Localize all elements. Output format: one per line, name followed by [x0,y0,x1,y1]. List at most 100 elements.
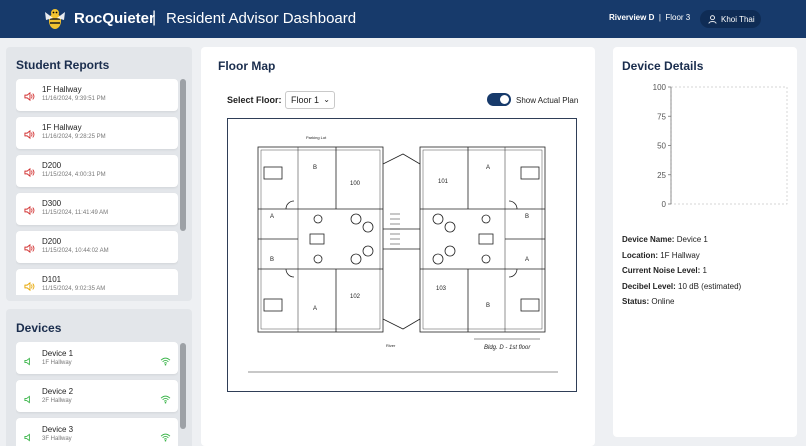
floor-map-panel: Floor Map Select Floor: Floor 1 ⌄ Show A… [201,47,595,446]
zone-a-label: A [525,257,529,263]
report-timestamp: 11/16/2024, 9:39:51 PM [42,96,106,102]
speaker-icon [24,243,35,254]
zone-a-label: A [270,214,274,220]
brand-name: RocQuieter [74,10,155,27]
devices-title: Devices [16,321,62,335]
reports-scrollbar[interactable] [180,79,186,231]
reports-list[interactable]: 1F Hallway 11/16/2024, 9:39:51 PM 1F Hal… [16,79,178,295]
select-floor-label: Select Floor: [227,95,282,105]
parking-lot-label: Parking Lot [306,135,327,140]
building-name: Riverview D [609,13,655,22]
devices-panel: Devices Device 1 1F Hallway Device 2 2F … [6,309,192,446]
room-103-label: 103 [436,286,447,292]
building-floor-note: Bldg. D - 1st floor [484,345,531,351]
hornet-logo-icon [45,9,65,29]
actual-plan-toggle[interactable] [487,93,511,106]
device-location: 2F Hallway [42,398,72,404]
user-menu-button[interactable]: Khoi Thai [700,10,761,28]
report-timestamp: 11/15/2024, 10:44:02 AM [42,248,109,254]
devices-scrollbar[interactable] [180,343,186,429]
zone-b-label: B [525,214,529,220]
zone-b-label: B [270,257,274,263]
speaker-icon [24,241,35,259]
zone-b-label: B [486,303,490,309]
report-timestamp: 11/15/2024, 9:02:35 AM [42,286,106,292]
device-name: Device 3 [42,425,74,434]
river-label: River [386,343,396,348]
speaker-low-icon [24,357,30,366]
report-card[interactable]: 1F Hallway 11/16/2024, 9:39:51 PM [16,79,178,111]
detail-label: Device Name: [622,235,675,244]
user-name: Khoi Thai [721,14,755,24]
app-header: RocQuieter | Resident Advisor Dashboard … [0,0,806,38]
speaker-icon [24,279,35,295]
speaker-icon [24,89,35,107]
speaker-icon [24,165,35,183]
report-timestamp: 11/15/2024, 11:41:49 AM [42,210,109,216]
device-card[interactable]: Device 3 3F Hallway [16,418,178,446]
speaker-icon [24,91,35,102]
detail-row: Status: Online [622,297,741,313]
chart-y-tick-label: 50 [657,142,666,151]
device-card[interactable]: Device 2 2F Hallway [16,380,178,412]
speaker-icon [24,391,33,409]
toggle-knob [500,95,509,104]
chevron-down-icon: ⌄ [323,95,330,104]
floor-select-value: Floor 1 [291,95,320,105]
detail-value: 1F Hallway [660,250,700,260]
room-101-label: 101 [438,179,449,185]
report-card[interactable]: D300 11/15/2024, 11:41:49 AM [16,193,178,225]
actual-plan-label: Show Actual Plan [516,96,579,105]
chart-y-tick-label: 75 [657,112,666,121]
detail-label: Decibel Level: [622,281,676,291]
user-icon [708,14,717,24]
location-indicator: Riverview D | Floor 3 [609,13,690,22]
page-title: Resident Advisor Dashboard [166,10,357,27]
detail-label: Status: [622,297,650,306]
wifi-icon [160,391,171,409]
report-location: D200 [42,161,62,170]
room-102-label: 102 [350,294,361,300]
detail-row: Decibel Level: 10 dB (estimated) [622,282,741,298]
report-card[interactable]: 1F Hallway 11/16/2024, 9:28:25 PM [16,117,178,149]
wifi-icon [160,353,171,371]
floor-name: Floor 3 [665,13,691,22]
speaker-icon [24,429,33,446]
student-reports-panel: Student Reports 1F Hallway 11/16/2024, 9… [6,47,192,301]
detail-value: 1 [702,266,707,275]
location-separator: | [658,13,661,22]
devices-list[interactable]: Device 1 1F Hallway Device 2 2F Hallway … [16,342,178,446]
speaker-low-icon [24,395,30,404]
report-timestamp: 11/15/2024, 4:00:31 PM [42,172,106,178]
report-card[interactable]: D200 11/15/2024, 10:44:02 AM [16,231,178,263]
speaker-icon [24,353,33,371]
header-separator: | [152,9,157,26]
chart-y-tick-label: 100 [653,83,667,92]
device-card[interactable]: Device 1 1F Hallway [16,342,178,374]
floor-plan-frame[interactable]: Parking Lot 100 101 102 103 B A B A A B … [227,118,577,392]
chart-plot-area [670,86,788,205]
floor-plan-drawing: Parking Lot 100 101 102 103 B A B A A B … [248,135,558,373]
detail-value: 10 dB (estimated) [678,281,742,291]
report-card[interactable]: D200 11/15/2024, 4:00:31 PM [16,155,178,187]
zone-a-label: A [313,306,317,312]
detail-row: Device Name: Device 1 [622,235,741,251]
report-card[interactable]: D101 11/15/2024, 9:02:35 AM [16,269,178,295]
report-timestamp: 11/16/2024, 9:28:25 PM [42,134,106,140]
detail-row: Current Noise Level: 1 [622,266,741,282]
speaker-low-icon [24,433,30,442]
floor-select[interactable]: Floor 1 ⌄ [285,91,335,109]
speaker-icon [24,129,35,140]
report-location: 1F Hallway [42,85,82,94]
reports-title: Student Reports [16,58,110,72]
report-location: D101 [42,275,62,284]
detail-label: Location: [622,250,658,260]
chart-y-tick-label: 0 [662,200,667,209]
device-location: 3F Hallway [42,436,72,442]
detail-label: Current Noise Level: [622,266,701,275]
floor-map-title: Floor Map [218,59,276,73]
zone-a-label: A [486,165,490,171]
